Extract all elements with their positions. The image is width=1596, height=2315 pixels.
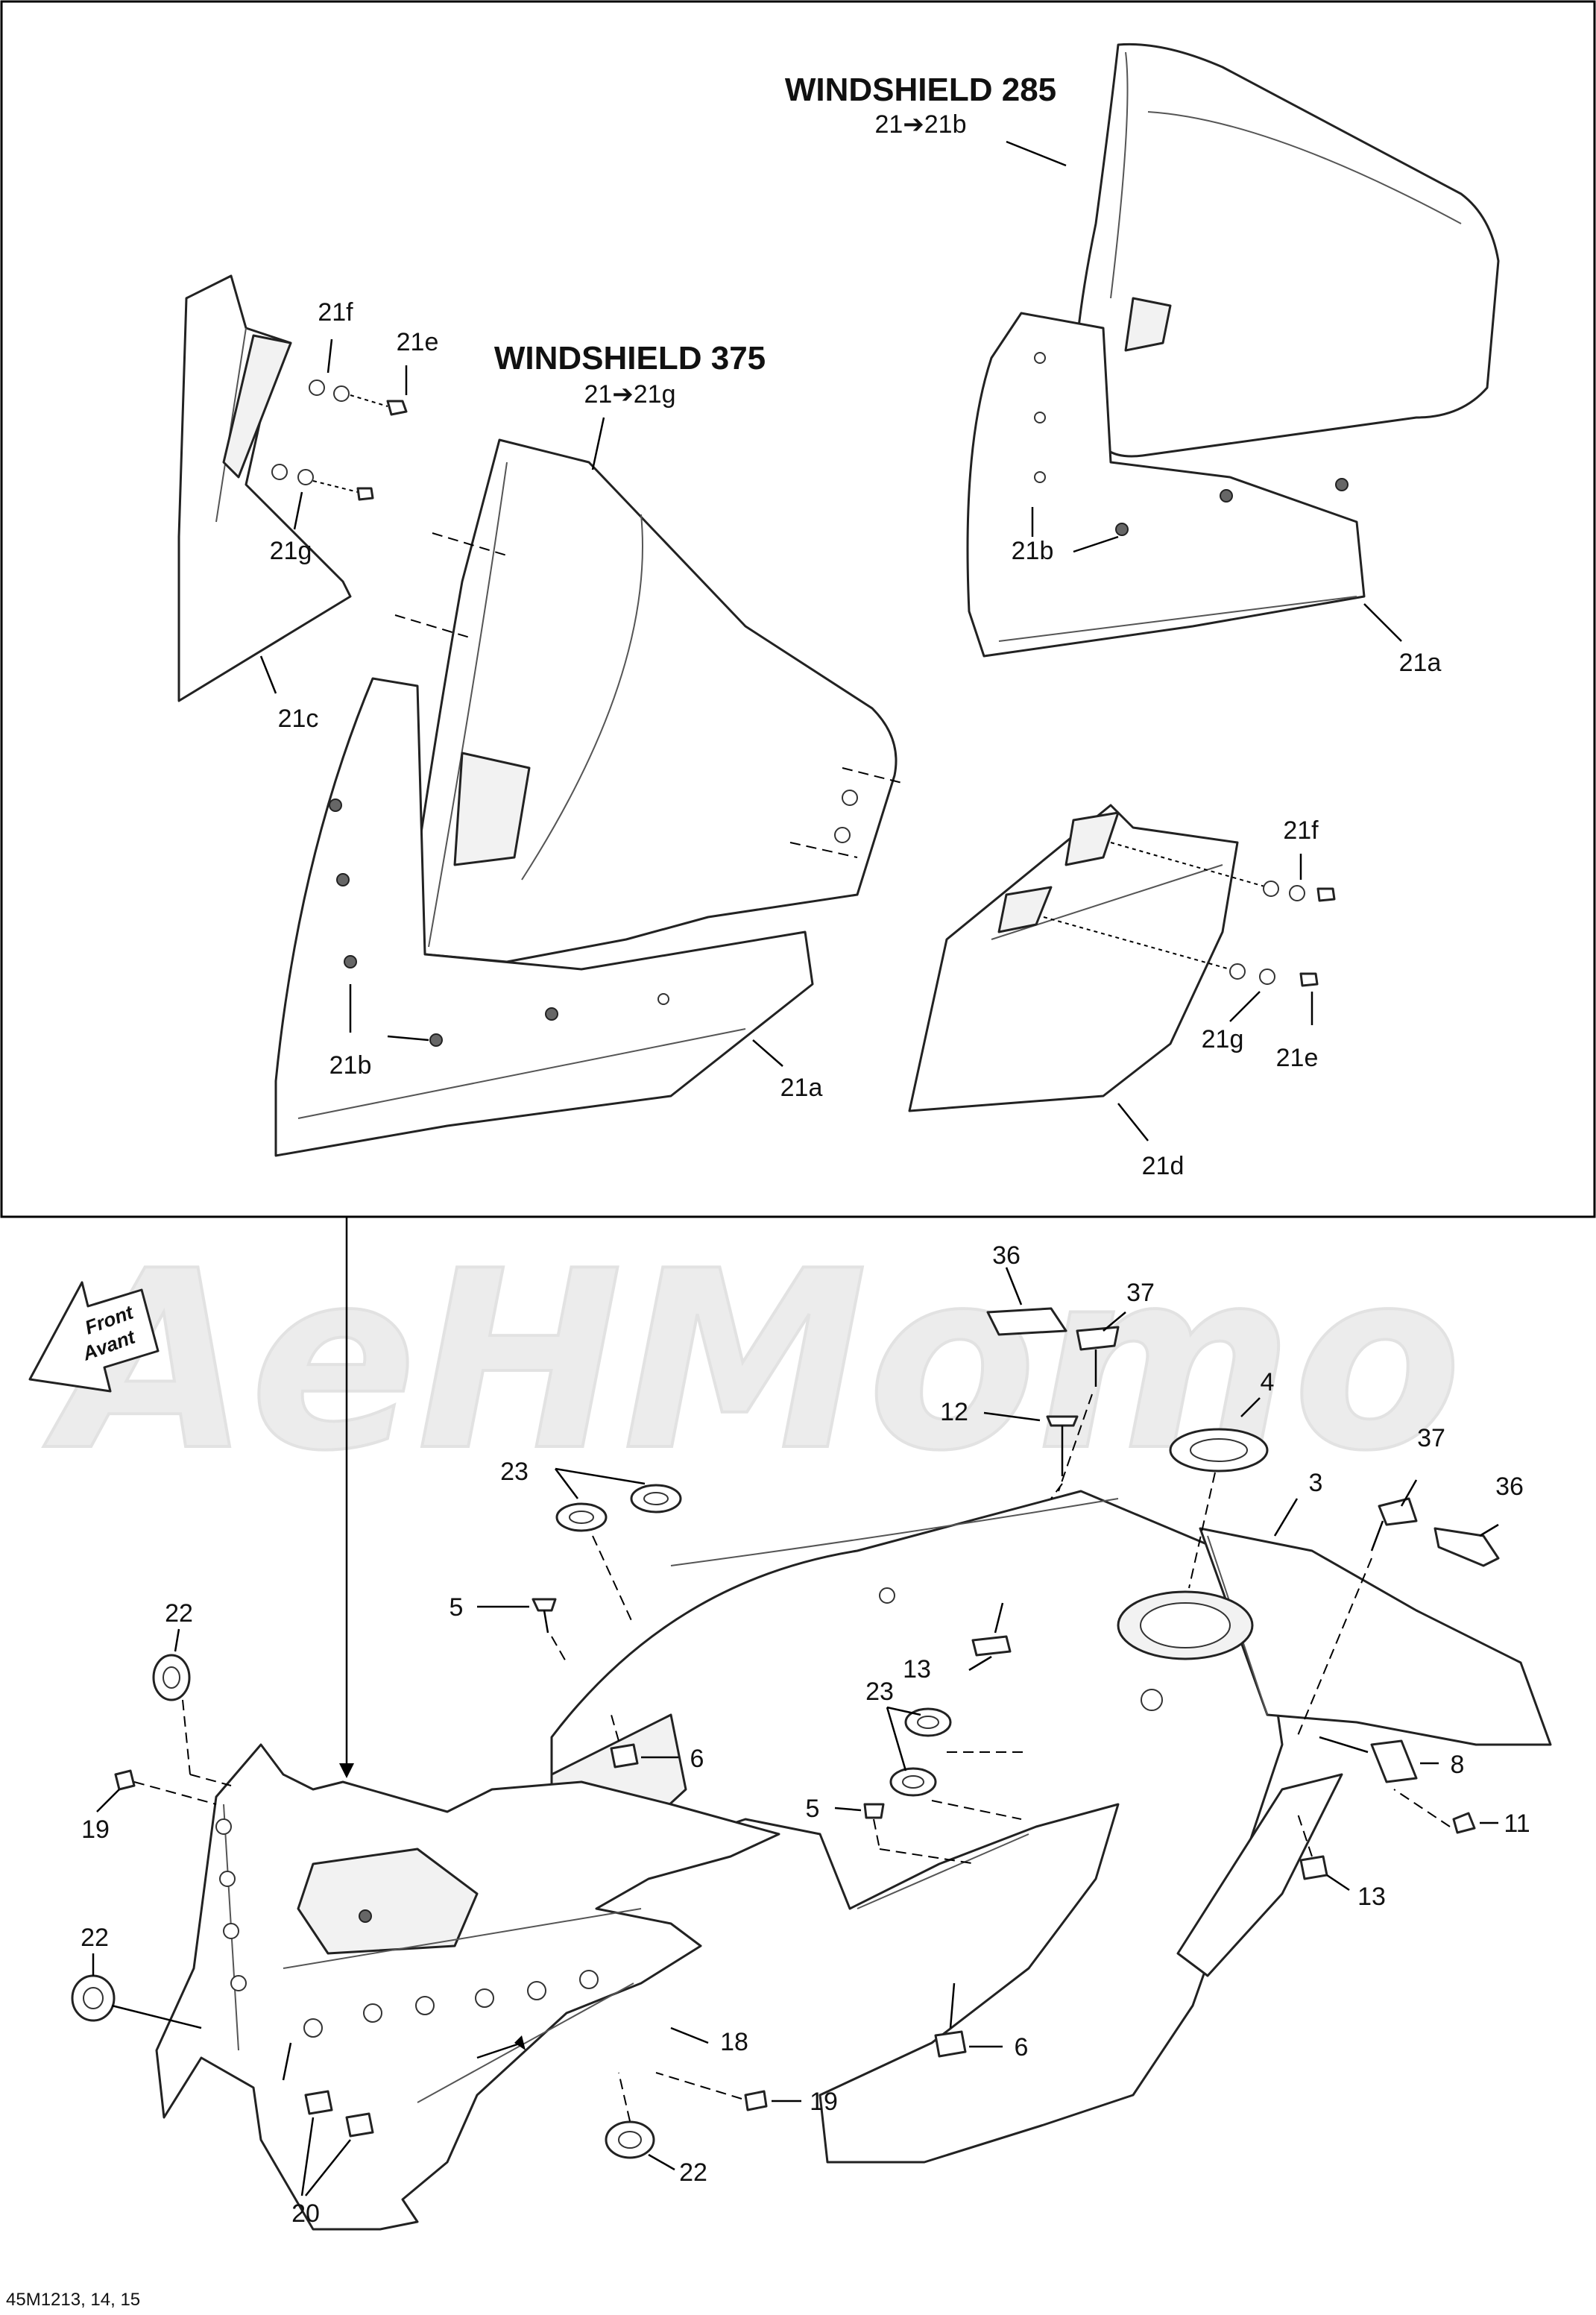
reference-code: 45M1213, 14, 15 — [6, 2290, 140, 2310]
callout-5: 5 — [450, 1593, 464, 1622]
deflector-left — [177, 274, 408, 702]
callout-37: 37 — [1126, 1279, 1155, 1307]
callout-18: 18 — [720, 2028, 748, 2056]
windshield-375 — [274, 417, 903, 1157]
callout-21b: 21b — [1012, 537, 1054, 565]
fastener-group-top — [983, 1267, 1126, 1499]
windshield-375-title: WINDSHIELD 375 — [494, 340, 766, 377]
callout-3: 3 — [1309, 1469, 1323, 1497]
callout-21g: 21g — [1202, 1025, 1244, 1053]
watermark: AeHMomo — [39, 1217, 1463, 1506]
deflector-right — [908, 804, 1336, 1141]
arrow-left-icon — [28, 1281, 160, 1393]
strip-8 — [1319, 1736, 1439, 1783]
callout-23: 23 — [865, 1678, 894, 1706]
clip-6-top — [610, 1714, 678, 1768]
callout-21g: 21g — [270, 537, 312, 565]
callout-21e: 21e — [397, 328, 439, 356]
callout-36: 36 — [1495, 1473, 1524, 1501]
callout-21a: 21a — [780, 1074, 823, 1102]
callout-21d: 21d — [1142, 1152, 1185, 1180]
callout-13: 13 — [1357, 1883, 1386, 1911]
watermark-text: AeHMomo — [40, 1218, 1462, 1505]
callout-19: 19 — [81, 1815, 110, 1844]
callout-4: 4 — [1261, 1368, 1275, 1396]
callout-21f: 21f — [1283, 816, 1319, 845]
windshield-285-title: WINDSHIELD 285 — [785, 72, 1056, 108]
callout-21a: 21a — [1399, 649, 1442, 677]
callout-6: 6 — [690, 1745, 704, 1773]
windshield-inset-frame — [0, 0, 1596, 1218]
grommets-lower — [834, 1706, 1029, 1865]
callout-13: 13 — [903, 1655, 931, 1684]
callout-21c: 21c — [278, 705, 319, 733]
screw-11 — [1393, 1789, 1498, 1834]
fastener-group-right — [1296, 1479, 1500, 1738]
callout-11: 11 — [1504, 1810, 1530, 1838]
callout-21e: 21e — [1276, 1044, 1319, 1072]
windshield-285-range: 21➔21b — [874, 110, 966, 139]
bracket-fasteners — [71, 1628, 801, 2196]
nut-13-lower — [1296, 1811, 1350, 1892]
callout-19: 19 — [810, 2088, 838, 2116]
callout-8: 8 — [1451, 1751, 1465, 1779]
clip-6-lower — [934, 1982, 1003, 2058]
callout-6: 6 — [1015, 2033, 1029, 2062]
callout-20: 20 — [291, 2199, 320, 2228]
callout-21f: 21f — [318, 298, 353, 327]
callout-37: 37 — [1417, 1424, 1445, 1452]
callout-23: 23 — [500, 1458, 529, 1486]
windshield-375-range: 21➔21g — [584, 380, 675, 409]
grommets-top — [555, 1467, 682, 1626]
callout-12: 12 — [940, 1398, 968, 1426]
nut-13-upper — [968, 1602, 1012, 1672]
callout-5: 5 — [806, 1795, 820, 1823]
fuel-cap-ring — [1169, 1397, 1269, 1589]
callout-22: 22 — [81, 1924, 109, 1952]
callout-22: 22 — [165, 1599, 193, 1628]
callout-21b: 21b — [329, 1051, 372, 1080]
windshield-285 — [966, 42, 1500, 658]
direction-arrow: Front Avant — [28, 1281, 160, 1393]
front-bracket — [155, 1743, 780, 2231]
screw-5-top — [477, 1598, 567, 1663]
callout-22: 22 — [679, 2158, 707, 2187]
callout-36: 36 — [992, 1241, 1021, 1270]
